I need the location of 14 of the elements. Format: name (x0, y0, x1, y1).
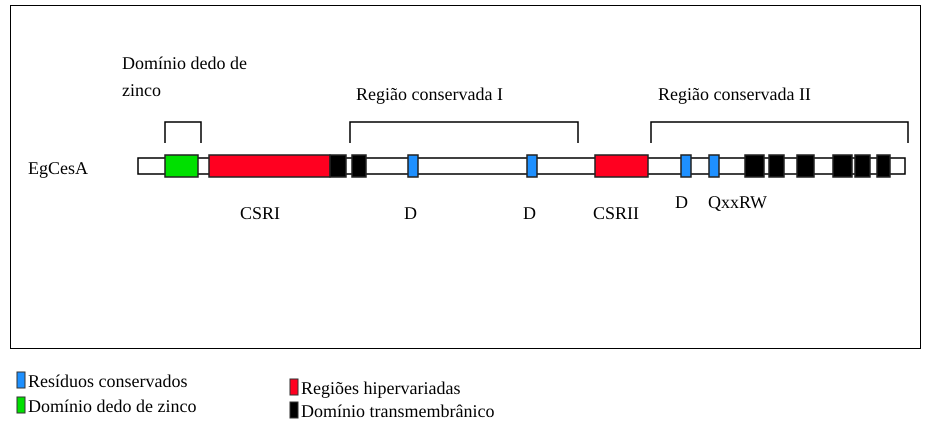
region-label: Região conservada I (356, 83, 503, 105)
domain-label: CSRII (593, 202, 640, 224)
domain-label: Domínio dedo de zinco (122, 52, 248, 102)
residue-label: D (404, 202, 417, 224)
legend-text: Resíduos conservados (28, 370, 188, 392)
motif-label: QxxRW (708, 191, 768, 213)
domain-label: CSRI (240, 202, 280, 224)
residue-label: D (523, 202, 536, 224)
region-label: Região conservada II (658, 83, 811, 105)
protein-label: EgCesA (28, 157, 88, 179)
legend-text: Regiões hipervariadas (301, 377, 460, 399)
legend-text: Domínio transmembrânico (301, 400, 494, 422)
legend-text: Domínio dedo de zinco (28, 395, 196, 417)
residue-label: D (675, 191, 688, 213)
